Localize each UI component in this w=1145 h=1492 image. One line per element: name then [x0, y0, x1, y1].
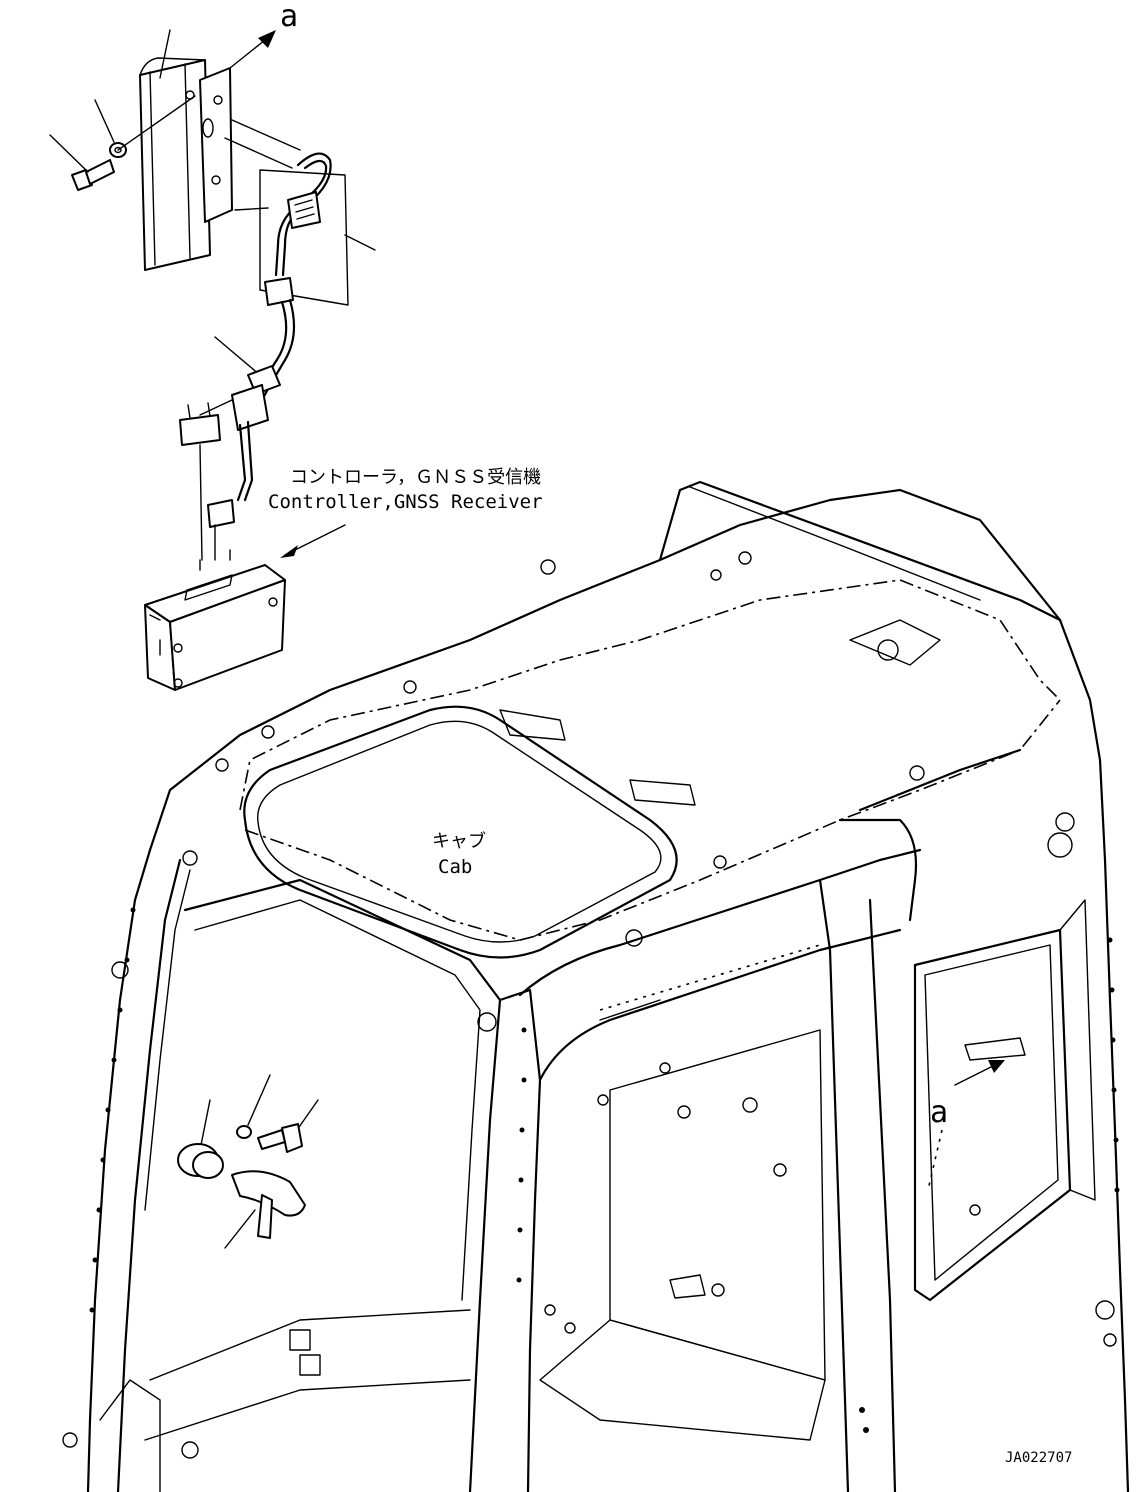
button-plug-icon [177, 1143, 224, 1179]
controller-label-jp: コントローラ，ＧＮＳＳ受信機 [290, 467, 541, 488]
washer-icon [236, 1125, 252, 1139]
bolt-icon [71, 159, 115, 191]
cab-label-jp: キャブ [432, 830, 486, 852]
bolt-icon [257, 1123, 303, 1153]
bracket [139, 57, 301, 271]
drawing-number: JA022707 [1005, 1450, 1072, 1466]
cab-label-en: Cab [438, 856, 472, 878]
arrow-a-right: a [927, 1060, 1005, 1191]
arrow-a-top: a [229, 0, 298, 69]
connector-icon [287, 191, 321, 229]
arrow-a-right-label: a [930, 1095, 948, 1130]
arrow-a-top-label: a [280, 0, 298, 34]
harness [179, 152, 349, 561]
cab-frame [62, 480, 1130, 1492]
controller-label-en: Controller,GNSS Receiver [268, 491, 543, 513]
controller-unit-icon [144, 549, 286, 691]
handle-icon [231, 1170, 306, 1239]
